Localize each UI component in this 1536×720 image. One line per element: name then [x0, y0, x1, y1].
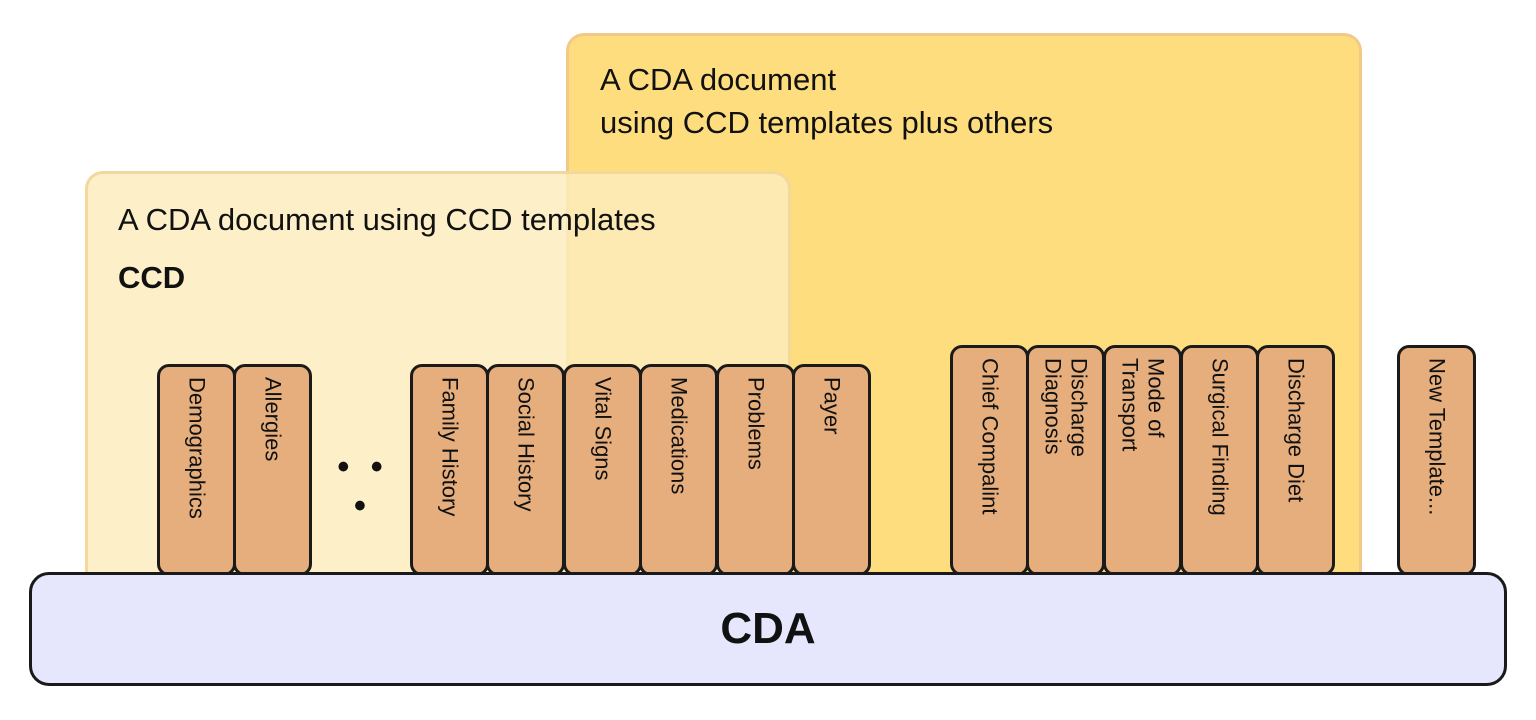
template-label-problems: Problems — [743, 377, 769, 470]
template-label-vital-signs: Vital Signs — [590, 377, 616, 481]
template-label-medications: Medications — [666, 377, 692, 495]
template-label-mode-of-transport: Mode of Transport — [1117, 358, 1169, 452]
template-medications[interactable]: Medications — [639, 364, 718, 576]
template-label-chief-complaint: Chief Compalint — [977, 358, 1003, 515]
template-new-template[interactable]: New Template... — [1397, 345, 1476, 576]
ccd-label: CCD — [118, 260, 186, 295]
template-label-demographics: Demographics — [184, 377, 210, 519]
template-label-surgical-finding: Surgical Finding — [1207, 358, 1233, 516]
inner-region-title: A CDA document using CCD templates — [118, 202, 656, 237]
template-family-history[interactable]: Family History — [410, 364, 489, 576]
more-templates-ellipsis: • • • — [337, 448, 389, 525]
template-demographics[interactable]: Demographics — [157, 364, 236, 576]
template-label-family-history: Family History — [437, 377, 463, 517]
template-discharge-diagnosis[interactable]: Discharge Diagnosis — [1026, 345, 1105, 576]
outer-region-title-line2: using CCD templates plus others — [600, 105, 1054, 140]
template-surgical-finding[interactable]: Surgical Finding — [1180, 345, 1259, 576]
template-label-payer: Payer — [819, 377, 845, 435]
template-label-allergies: Allergies — [260, 377, 286, 462]
template-discharge-diet[interactable]: Discharge Diet — [1256, 345, 1335, 576]
template-label-discharge-diagnosis: Discharge Diagnosis — [1040, 358, 1092, 458]
template-payer[interactable]: Payer — [792, 364, 871, 576]
outer-region-title-line1: A CDA document — [600, 62, 837, 97]
template-social-history[interactable]: Social History — [486, 364, 565, 576]
template-label-discharge-diet: Discharge Diet — [1283, 358, 1309, 503]
template-vital-signs[interactable]: Vital Signs — [563, 364, 642, 576]
template-allergies[interactable]: Allergies — [233, 364, 312, 576]
template-label-new-template: New Template... — [1424, 358, 1450, 516]
template-problems[interactable]: Problems — [716, 364, 795, 576]
template-chief-complaint[interactable]: Chief Compalint — [950, 345, 1029, 576]
cda-label: CDA — [720, 604, 816, 653]
template-mode-of-transport[interactable]: Mode of Transport — [1103, 345, 1182, 576]
template-label-social-history: Social History — [513, 377, 539, 512]
cda-base[interactable]: CDA — [29, 572, 1507, 686]
